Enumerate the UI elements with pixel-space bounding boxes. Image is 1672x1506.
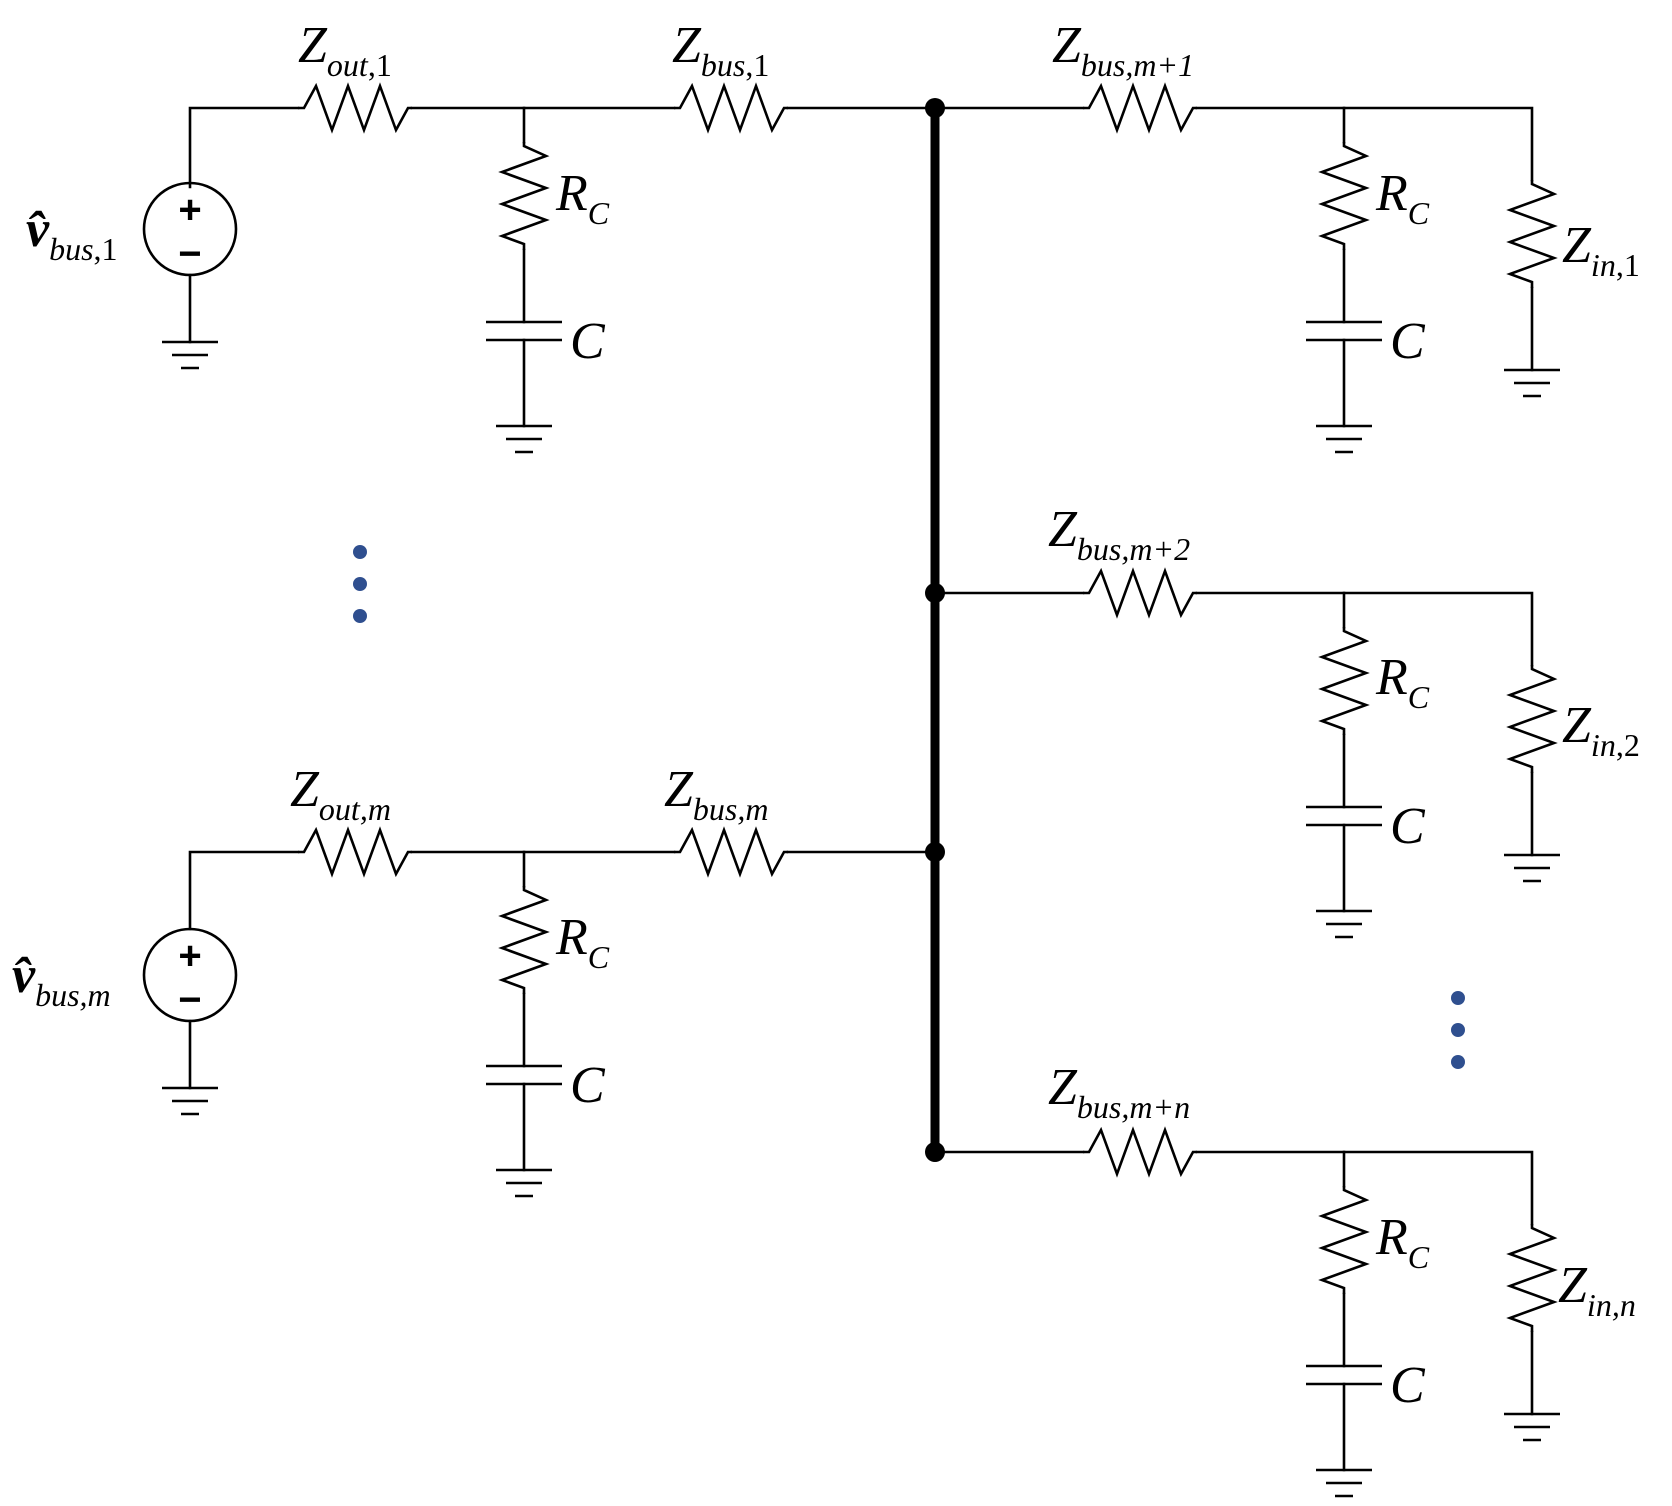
zout-m-resistor bbox=[298, 826, 412, 878]
rc-resistor-m bbox=[498, 886, 550, 994]
label-zbus-1: Zbus,1 bbox=[672, 17, 769, 83]
ground-icon bbox=[496, 1168, 552, 1198]
zbus-1-resistor bbox=[674, 82, 788, 134]
zbus-mn-resistor bbox=[1083, 1126, 1197, 1178]
rc-resistor-mn bbox=[1318, 1186, 1370, 1294]
label-zbus-m: Zbus,m bbox=[664, 761, 768, 827]
rc-resistor-m2 bbox=[1318, 627, 1370, 735]
source-branch-1: + − bbox=[142, 82, 937, 454]
zbus-m-resistor bbox=[674, 826, 788, 878]
label-zout-1: Zout,1 bbox=[298, 17, 392, 83]
label-zin-1: Zin,1 bbox=[1562, 217, 1640, 283]
ground-icon bbox=[1316, 1468, 1372, 1498]
label-rc-mn: RC bbox=[1375, 1209, 1430, 1275]
label-rc-1: RC bbox=[555, 165, 610, 231]
label-zin-n: Zin,n bbox=[1558, 1257, 1636, 1323]
zin-n-resistor bbox=[1506, 1224, 1558, 1332]
ground-icon bbox=[1504, 368, 1560, 398]
label-rc-m2: RC bbox=[1375, 649, 1430, 715]
source-branch-m: + − bbox=[142, 826, 937, 1198]
ground-icon bbox=[496, 424, 552, 454]
label-vbus-m: v̂bus,m bbox=[12, 947, 111, 1013]
zbus-m1-resistor bbox=[1083, 82, 1197, 134]
label-c-m: C bbox=[570, 1057, 606, 1114]
label-c-m1: C bbox=[1390, 313, 1426, 370]
label-c-m2: C bbox=[1390, 798, 1426, 855]
ground-icon bbox=[1504, 853, 1560, 883]
label-rc-m: RC bbox=[555, 909, 610, 975]
label-vbus-1: v̂bus,1 bbox=[26, 201, 118, 267]
label-zbus-m1: Zbus,m+1 bbox=[1052, 17, 1194, 83]
rc-resistor-1 bbox=[498, 142, 550, 250]
ground-icon bbox=[1316, 424, 1372, 454]
zbus-m2-resistor bbox=[1083, 567, 1197, 619]
label-zout-m: Zout,m bbox=[290, 761, 391, 827]
label-c-1: C bbox=[570, 313, 606, 370]
ground-icon bbox=[1316, 909, 1372, 939]
ellipsis-loads bbox=[1451, 991, 1465, 1069]
label-rc-m1: RC bbox=[1375, 165, 1430, 231]
label-zbus-mn: Zbus,m+n bbox=[1048, 1059, 1190, 1125]
load-branch-m2 bbox=[933, 567, 1560, 939]
label-zbus-m2: Zbus,m+2 bbox=[1048, 501, 1190, 567]
ground-icon bbox=[162, 340, 218, 370]
ground-icon bbox=[162, 1086, 218, 1116]
zin-1-resistor bbox=[1506, 180, 1558, 288]
load-branch-mn bbox=[933, 1126, 1560, 1498]
source-1-minus: − bbox=[178, 232, 201, 276]
source-1-plus: + bbox=[178, 188, 201, 232]
source-m-plus: + bbox=[178, 934, 201, 978]
label-c-mn: C bbox=[1390, 1357, 1426, 1414]
ground-icon bbox=[1504, 1412, 1560, 1442]
zin-2-resistor bbox=[1506, 665, 1558, 773]
source-m-minus: − bbox=[178, 978, 201, 1022]
zout-1-resistor bbox=[298, 82, 412, 134]
label-zin-2: Zin,2 bbox=[1562, 697, 1640, 763]
rc-resistor-m1 bbox=[1318, 142, 1370, 250]
ellipsis-sources bbox=[353, 545, 367, 623]
load-branch-m1 bbox=[933, 82, 1560, 454]
